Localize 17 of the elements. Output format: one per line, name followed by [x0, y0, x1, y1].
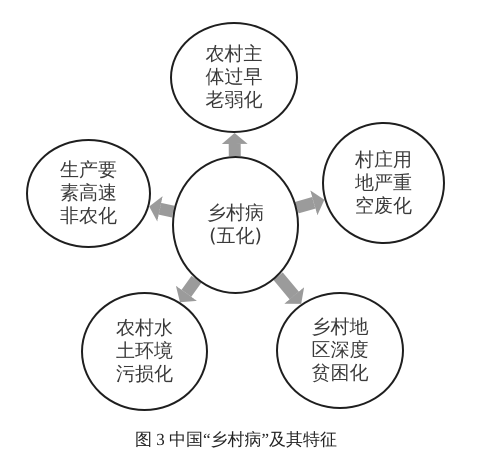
node-label: 农村水土环境污损化 [115, 317, 174, 386]
circle-node [81, 292, 208, 411]
arrow [222, 132, 248, 156]
arrow [295, 190, 326, 216]
node-label: 生产要素高速非农化 [59, 159, 118, 228]
circle-node [276, 292, 404, 409]
circle-node [170, 22, 298, 133]
node-title: 乡村病 [207, 202, 264, 225]
circle-node [322, 122, 445, 244]
node-label: 农村主体过早老弱化 [204, 43, 264, 112]
circle-node [26, 139, 151, 248]
node-label: 村庄用地严重空废化 [354, 148, 413, 218]
circle-node [172, 156, 299, 294]
figure-caption: 图 3 中国“乡村病”及其特征 [134, 430, 338, 449]
node-subtitle: (五化) [209, 225, 262, 248]
node-label: 乡村地区深度贫困化 [310, 316, 370, 385]
arrow [148, 196, 174, 222]
